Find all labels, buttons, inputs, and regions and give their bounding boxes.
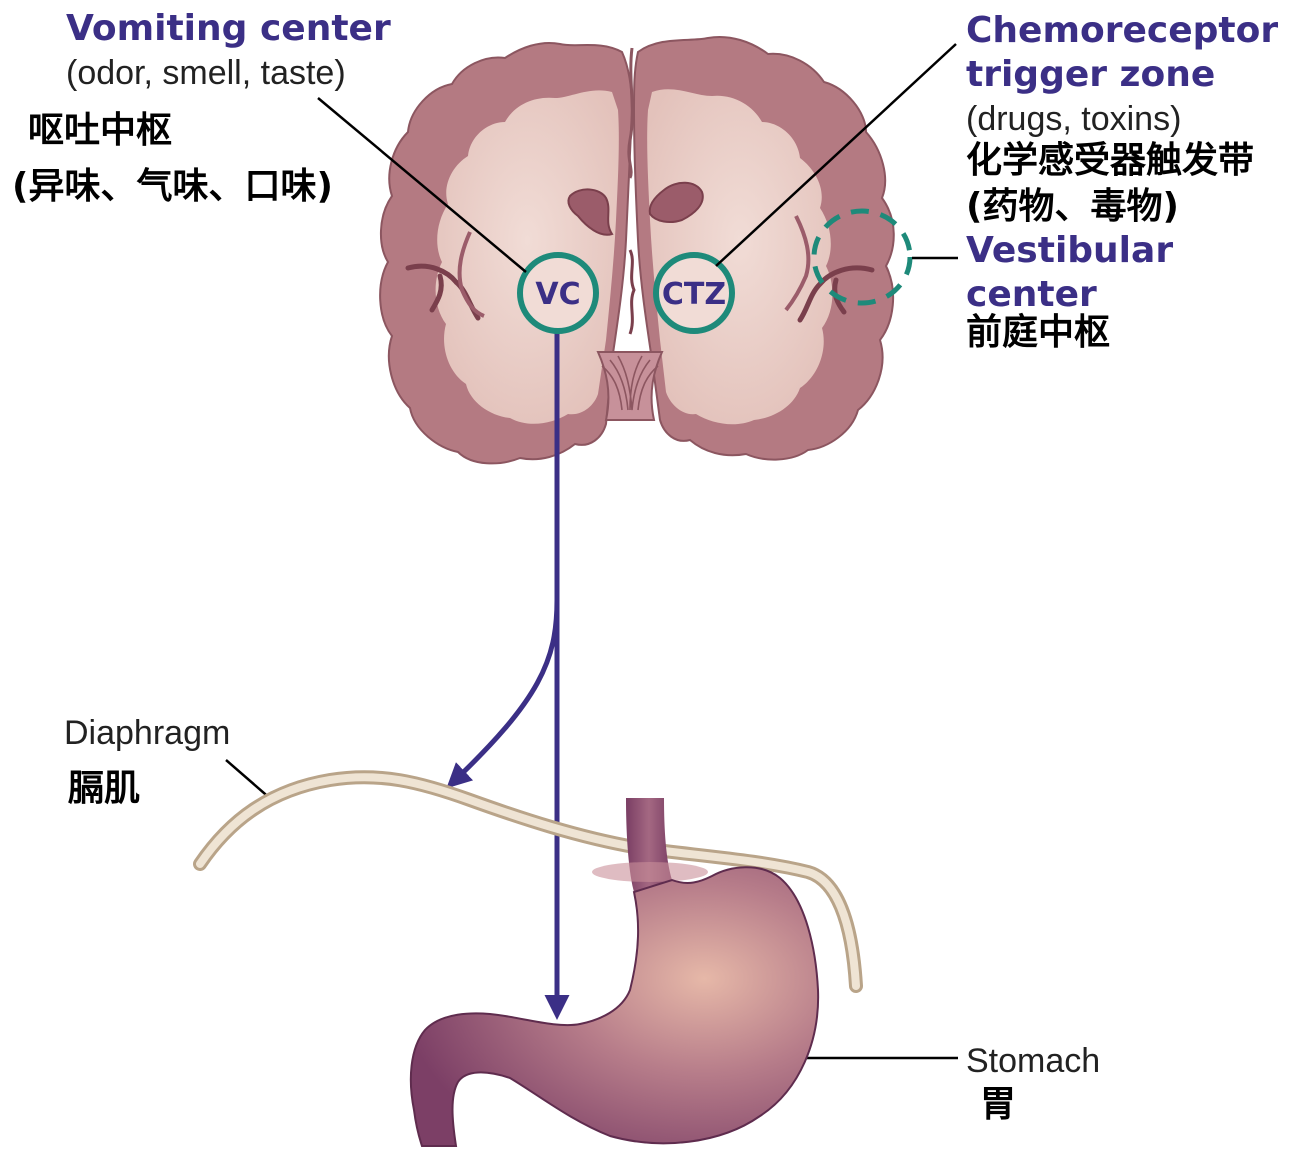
ctz-marker: CTZ: [653, 252, 735, 334]
vestibular-marker: [811, 208, 913, 306]
leader-ctz: [715, 43, 957, 267]
third-ventricle: [628, 249, 636, 335]
lateral-ventricle-right: [648, 181, 704, 223]
ctz-zh-title: 化学感受器触发带: [966, 139, 1254, 181]
insula-right: [784, 215, 811, 312]
diaphragm: [193, 770, 863, 993]
stomach-title: Stomach: [966, 1042, 1100, 1080]
diaphragm-label-group: Diaphragm 膈肌: [64, 714, 230, 809]
ctz-zh-subtitle: (药物、毒物): [966, 186, 1179, 227]
stomach: [409, 798, 820, 1147]
vomiting-center-title: Vomiting center: [66, 8, 391, 49]
vomiting-pathway: [446, 332, 570, 1020]
ctz-title-line1: Chemoreceptor: [966, 10, 1278, 51]
vestibular-title-line1: Vestibular: [966, 230, 1173, 271]
leader-diaphragm: [225, 759, 273, 801]
stomach-label-group: Stomach 胃: [966, 1042, 1100, 1125]
vomiting-center-subtitle: (odor, smell, taste): [66, 54, 346, 92]
ctz-title-line2: trigger zone: [966, 54, 1215, 95]
vestibular-title-line2: center: [966, 274, 1097, 315]
brainstem: [596, 351, 664, 421]
vestibular-label-group: Vestibular center 前庭中枢: [966, 230, 1173, 353]
stomach-body: [409, 866, 820, 1147]
brain: [379, 36, 895, 465]
ctz-subtitle: (drugs, toxins): [966, 100, 1181, 138]
vomiting-center-zh-subtitle: (异味、气味、口味): [12, 166, 333, 207]
vomiting-center-label-group: Vomiting center (odor, smell, taste) 呕吐中…: [12, 8, 391, 207]
vc-marker: VC: [517, 252, 599, 334]
diaphragm-zh-title: 膈肌: [67, 768, 140, 809]
leader-vomiting-center: [317, 97, 527, 273]
ctz-label-group: Chemoreceptor trigger zone (drugs, toxin…: [966, 10, 1278, 227]
longitudinal-fissure: [627, 47, 634, 179]
brain-left-white-matter: [435, 90, 619, 424]
ctz-label: CTZ: [662, 277, 726, 312]
vc-label: VC: [535, 277, 580, 312]
lateral-ventricle-left: [567, 188, 614, 236]
pathway-to-diaphragm: [446, 599, 560, 789]
diaphragm-title: Diaphragm: [64, 714, 230, 752]
vestibular-zh-title: 前庭中枢: [966, 312, 1110, 353]
insula-left: [457, 231, 485, 318]
brain-right-white-matter: [647, 89, 833, 425]
vomiting-center-zh-title: 呕吐中枢: [28, 110, 172, 151]
stomach-zh-title: 胃: [980, 1084, 1016, 1125]
esophageal-hiatus: [592, 862, 708, 882]
